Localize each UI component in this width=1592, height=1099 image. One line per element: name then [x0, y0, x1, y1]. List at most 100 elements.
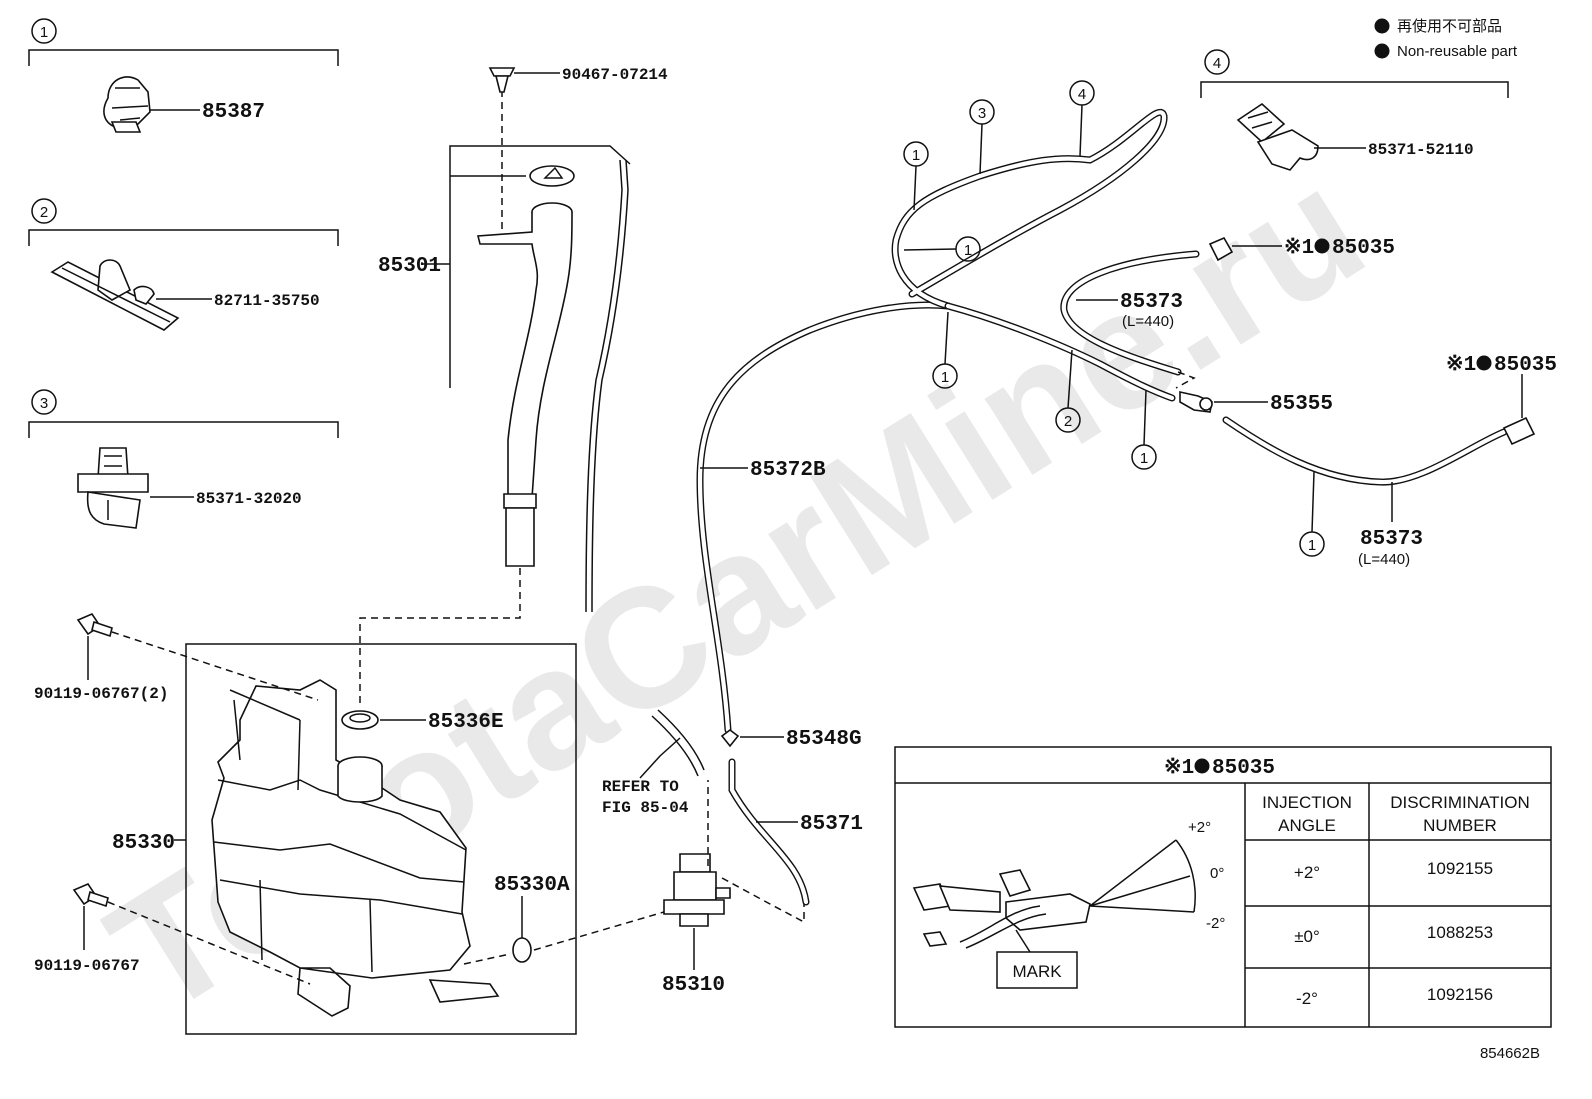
- nozzle-right-prefix[interactable]: ※1: [1446, 353, 1476, 377]
- hose-network: 85372B 85348G 85371 85373 (L=440) 85355: [696, 80, 1557, 906]
- legend-text-en: Non-reusable part: [1397, 43, 1518, 60]
- clip-85371-52110-icon: [1236, 102, 1319, 171]
- non-reusable-dot-icon: [1194, 758, 1210, 774]
- non-reusable-dot-icon: [1374, 18, 1390, 34]
- nozzle-upper-icon: [1208, 236, 1234, 262]
- part-number-90119-06767[interactable]: 90119-06767: [34, 957, 140, 975]
- table-cell-angle: +2°: [1294, 863, 1320, 882]
- hose-85373-lower: [1222, 416, 1508, 486]
- breather-tube-icon: [585, 159, 629, 613]
- table-title-part[interactable]: 85035: [1212, 757, 1275, 780]
- col-header-angle: ANGLE: [1278, 816, 1336, 835]
- svg-text:1: 1: [1140, 450, 1148, 467]
- part-number-85348g[interactable]: 85348G: [786, 728, 862, 751]
- hose-clip-marker: 4: [1069, 80, 1095, 157]
- part-number-85387[interactable]: 85387: [202, 101, 265, 124]
- washer-tank-icon: [211, 679, 500, 1017]
- hose-85371: [728, 758, 810, 906]
- clip-marker: 2: [40, 204, 48, 221]
- clip-marker: 4: [1213, 55, 1221, 72]
- part-number-90119-06767-2[interactable]: 90119-06767(2): [34, 685, 168, 703]
- svg-text:2: 2: [1064, 413, 1072, 430]
- clip-group-2: 2 82711-35750: [28, 198, 339, 331]
- clip-group-3: 3 85371-32020: [28, 389, 339, 529]
- table-title-prefix: ※1: [1164, 756, 1194, 780]
- inlet-cap-icon: [529, 165, 575, 187]
- pump-assembly: 85310 REFER TO FIG 85-04: [602, 709, 805, 997]
- clip-marker: 3: [40, 395, 48, 412]
- angle-label-0: 0°: [1210, 865, 1224, 882]
- svg-text:1: 1: [1308, 537, 1316, 554]
- hose-clip-marker: 2: [1055, 349, 1081, 433]
- legend-text-jp: 再使用不可部品: [1397, 18, 1502, 35]
- figure-id: 854662B: [1480, 1045, 1540, 1062]
- tank-assembly: 85330 85336E 85330A: [112, 643, 665, 1035]
- part-number-85355[interactable]: 85355: [1270, 393, 1333, 416]
- part-number-85330[interactable]: 85330: [112, 832, 175, 855]
- washer-pump-icon: [663, 853, 731, 927]
- non-reusable-dot-icon: [1374, 43, 1390, 59]
- nozzle-upper-prefix[interactable]: ※1: [1284, 236, 1314, 260]
- nozzle-detail-icon: [912, 839, 1196, 949]
- part-number-85373-upper[interactable]: 85373: [1120, 291, 1183, 314]
- part-number-85035-right[interactable]: 85035: [1494, 354, 1557, 377]
- table-cell-number: 1092155: [1427, 859, 1493, 878]
- part-number-85372b[interactable]: 85372B: [750, 459, 826, 482]
- svg-text:4: 4: [1078, 86, 1086, 103]
- inlet-pipe-icon: [476, 202, 573, 567]
- svg-text:1: 1: [941, 369, 949, 386]
- part-number-85035-upper[interactable]: 85035: [1332, 237, 1395, 260]
- clip-screw-icon: [488, 67, 516, 93]
- part-number-85310[interactable]: 85310: [662, 974, 725, 997]
- part-number-85330a[interactable]: 85330A: [494, 874, 570, 897]
- part-number-90467-07214[interactable]: 90467-07214: [562, 66, 668, 84]
- col-header-discrimination: DISCRIMINATION: [1390, 793, 1529, 812]
- inlet-assembly: 90467-07214 85301: [359, 66, 668, 706]
- joint-85348g-icon: [720, 729, 740, 748]
- hose-clip-marker: 1: [903, 141, 929, 211]
- legend: 再使用不可部品 Non-reusable part: [1374, 18, 1518, 60]
- hose-clip-marker: 1: [932, 311, 958, 389]
- hose-clip-marker: 1: [903, 236, 981, 262]
- table-cell-angle: -2°: [1296, 989, 1318, 1008]
- refer-note-line2[interactable]: FIG 85-04: [602, 799, 689, 817]
- hose-clip-marker: 1: [1131, 389, 1157, 470]
- angle-label-minus2: -2°: [1206, 915, 1225, 932]
- hose-clip-marker: 1: [1299, 471, 1325, 557]
- table-cell-angle: ±0°: [1294, 927, 1320, 946]
- part-number-85336e[interactable]: 85336E: [428, 711, 504, 734]
- clip-82711-icon: [50, 259, 180, 331]
- non-reusable-dot-icon: [1314, 238, 1330, 254]
- svg-text:1: 1: [964, 242, 972, 259]
- bolt-upper: 90119-06767(2): [34, 613, 319, 703]
- angle-label-plus2: +2°: [1188, 819, 1211, 836]
- table-cell-number: 1088253: [1427, 923, 1493, 942]
- bolt-icon: [72, 883, 109, 908]
- mark-label: MARK: [1012, 962, 1062, 981]
- clip-85387-icon: [103, 76, 151, 133]
- clip-85371-32020-icon: [77, 447, 149, 529]
- part-number-85373-lower[interactable]: 85373: [1360, 528, 1423, 551]
- bolt-icon: [76, 613, 113, 638]
- svg-text:3: 3: [978, 105, 986, 122]
- col-header-injection: INJECTION: [1262, 793, 1352, 812]
- refer-note-line1[interactable]: REFER TO: [602, 778, 679, 796]
- part-number-85301[interactable]: 85301: [378, 255, 441, 278]
- hose-clip-marker: 3: [969, 99, 995, 175]
- valve-85355-icon: [1179, 391, 1213, 413]
- part-number-82711-35750[interactable]: 82711-35750: [214, 292, 320, 310]
- clip-marker: 1: [40, 24, 48, 41]
- col-header-number: NUMBER: [1423, 816, 1497, 835]
- table-cell-number: 1092156: [1427, 985, 1493, 1004]
- part-number-85371[interactable]: 85371: [800, 813, 863, 836]
- bolt-lower: 90119-06767: [34, 883, 311, 985]
- part-number-85371-32020[interactable]: 85371-32020: [196, 490, 302, 508]
- part-number-85371-52110[interactable]: 85371-52110: [1368, 141, 1474, 159]
- clip-group-4: 4 85371-52110: [1200, 49, 1509, 171]
- svg-text:1: 1: [912, 147, 920, 164]
- grommet-85336e-icon: [341, 710, 379, 730]
- hose-length-lower: (L=440): [1358, 551, 1410, 568]
- non-reusable-dot-icon: [1476, 355, 1492, 371]
- nozzle-table: ※1 85035 INJECTION ANGLE DISCRIMINATION …: [894, 746, 1552, 1028]
- hose-length-upper: (L=440): [1122, 313, 1174, 330]
